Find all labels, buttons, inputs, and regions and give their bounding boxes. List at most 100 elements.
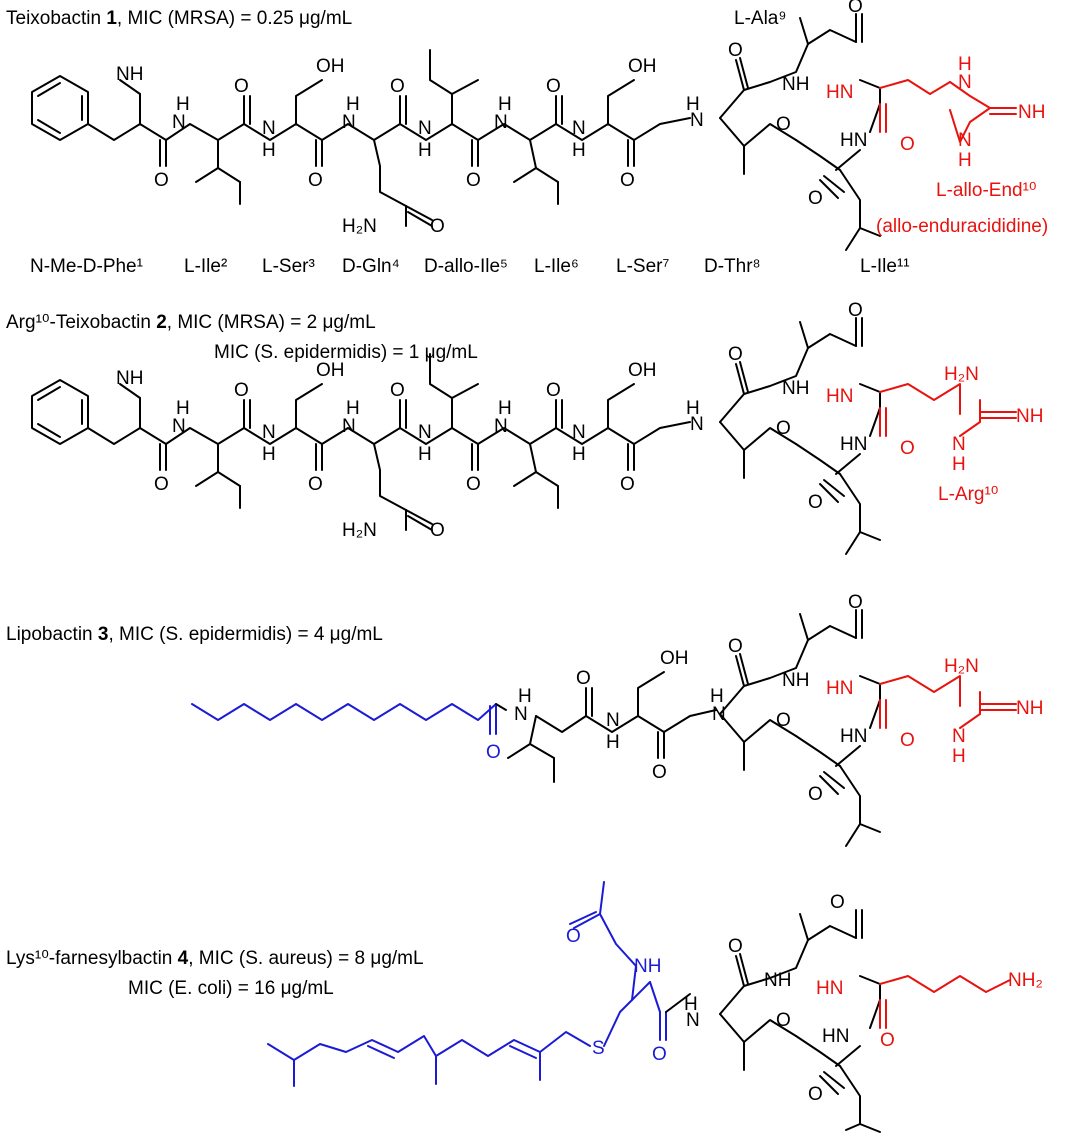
atom-o: O (430, 216, 445, 237)
atom-n: N (572, 118, 586, 139)
atom-oh: OH (316, 360, 345, 381)
atom-o: O (390, 76, 405, 97)
residue-label-phe1: N-Me-D-Phe¹ (30, 256, 143, 277)
atom-nh-red: NH (1018, 102, 1045, 123)
compound-1-residue-labels: N-Me-D-Phe¹ L-Ile² L-Ser³ D-Gln⁴ D-allo-… (30, 8, 1048, 277)
atom-h: H (176, 94, 190, 115)
atom-o: O (390, 380, 405, 401)
atom-n: N (172, 416, 186, 437)
atom-oh: OH (316, 56, 345, 77)
compound-2-title: Arg¹⁰-Teixobactin 2, MIC (MRSA) = 2 μg/m… (6, 312, 376, 333)
atom-o: O (466, 170, 481, 191)
atom-nh-blue: NH (634, 956, 661, 977)
atom-h2n: H₂N (342, 520, 377, 541)
atom-hn: HN (840, 434, 867, 455)
atom-o-blue: O (652, 1044, 667, 1065)
atom-o: O (154, 474, 169, 495)
phenyl-ring (31, 75, 89, 141)
atom-n: N (342, 112, 356, 133)
atom-n: N (494, 112, 508, 133)
atom-o: O (830, 892, 845, 913)
compound-3-title: Lipobactin 3, MIC (S. epidermidis) = 4 μ… (6, 624, 383, 645)
atom-o: O (728, 40, 743, 61)
atom-nh: NH (116, 64, 143, 85)
atom-o: O (848, 0, 863, 17)
residue-label-end10-note: (allo-enduracididine) (876, 216, 1048, 237)
compound-1-atom-labels: NH O H N O N H OH O H N O H₂N O N H O H … (116, 0, 1045, 237)
atom-h: H (498, 94, 512, 115)
compound-3-atom-labels: O H N O N H OH O H N O NH O O O HN HN O … (486, 592, 1043, 805)
atom-n: N (172, 112, 186, 133)
atom-h: H (262, 444, 276, 465)
atom-o: O (776, 710, 791, 731)
compound-1: Teixobactin 1, MIC (MRSA) = 0.25 μg/mL (6, 8, 1017, 251)
atom-n: N (514, 704, 528, 725)
compound-4-atom-labels: O NH S O H N O NH O O O HN HN O NH₂ (566, 892, 1043, 1105)
atom-h: H (176, 398, 190, 419)
atom-o: O (808, 188, 823, 209)
residue-label-ser7: L-Ser⁷ (616, 256, 669, 277)
atom-nh: NH (782, 378, 809, 399)
atom-hn: HN (840, 726, 867, 747)
atom-o: O (430, 520, 445, 541)
atom-h: H (710, 686, 724, 707)
atom-oh: OH (628, 360, 657, 381)
atom-h: H (418, 444, 432, 465)
atom-s-blue: S (592, 1038, 605, 1059)
atom-h: H (686, 94, 700, 115)
residue-label-ile2: L-Ile² (184, 256, 227, 277)
atom-o-blue: O (566, 926, 581, 947)
atom-o: O (848, 592, 863, 613)
atom-hn-red: HN (826, 386, 853, 407)
atom-h-red: H (952, 746, 966, 767)
atom-h: H (346, 398, 360, 419)
atom-n-red: N (952, 434, 966, 455)
atom-o: O (728, 344, 743, 365)
atom-n: N (712, 704, 726, 725)
atom-h: H (346, 94, 360, 115)
atom-o-red: O (880, 1030, 895, 1051)
atom-o: O (308, 474, 323, 495)
atom-h: H (572, 140, 586, 161)
compound-4: Lys¹⁰-farnesylbactin 4, MIC (S. aureus) … (6, 881, 1043, 1133)
atom-o: O (154, 170, 169, 191)
residue-label-ile6: L-Ile⁶ (534, 256, 579, 277)
atom-o: O (546, 76, 561, 97)
atom-o: O (546, 380, 561, 401)
atom-n: N (262, 422, 276, 443)
atom-o-red: O (900, 134, 915, 155)
atom-hn-red: HN (826, 678, 853, 699)
residue-label-ile5: D-allo-Ile⁵ (424, 256, 508, 277)
residue-label-ile11: L-Ile¹¹ (860, 256, 910, 277)
atom-o: O (620, 474, 635, 495)
atom-o: O (776, 418, 791, 439)
atom-n: N (494, 416, 508, 437)
atom-n: N (572, 422, 586, 443)
atom-nh2-red: NH₂ (1008, 970, 1043, 991)
atom-hn: HN (822, 1026, 849, 1047)
atom-hn: HN (840, 130, 867, 151)
atom-h-red: H (958, 150, 972, 171)
atom-nh-red: NH (1016, 698, 1043, 719)
atom-o: O (728, 936, 743, 957)
atom-nh-red: NH (1016, 406, 1043, 427)
atom-h: H (572, 444, 586, 465)
atom-o: O (620, 170, 635, 191)
atom-o: O (728, 636, 743, 657)
residue-label-end10: L-allo-End¹⁰ (936, 180, 1037, 201)
residue-label-thr8: D-Thr⁸ (704, 256, 761, 277)
atom-h: H (418, 140, 432, 161)
atom-oh: OH (628, 56, 657, 77)
residue-label-ser3: L-Ser³ (262, 256, 315, 277)
atom-n: N (606, 710, 620, 731)
atom-n: N (418, 118, 432, 139)
atom-n-red: N (958, 72, 972, 93)
residue-label-arg10: L-Arg¹⁰ (938, 484, 998, 505)
atom-o: O (234, 76, 249, 97)
atom-o: O (848, 300, 863, 321)
atom-o: O (576, 668, 591, 689)
atom-h-red: H (952, 454, 966, 475)
atom-oh: OH (660, 648, 689, 669)
atom-n-red: N (958, 130, 972, 151)
